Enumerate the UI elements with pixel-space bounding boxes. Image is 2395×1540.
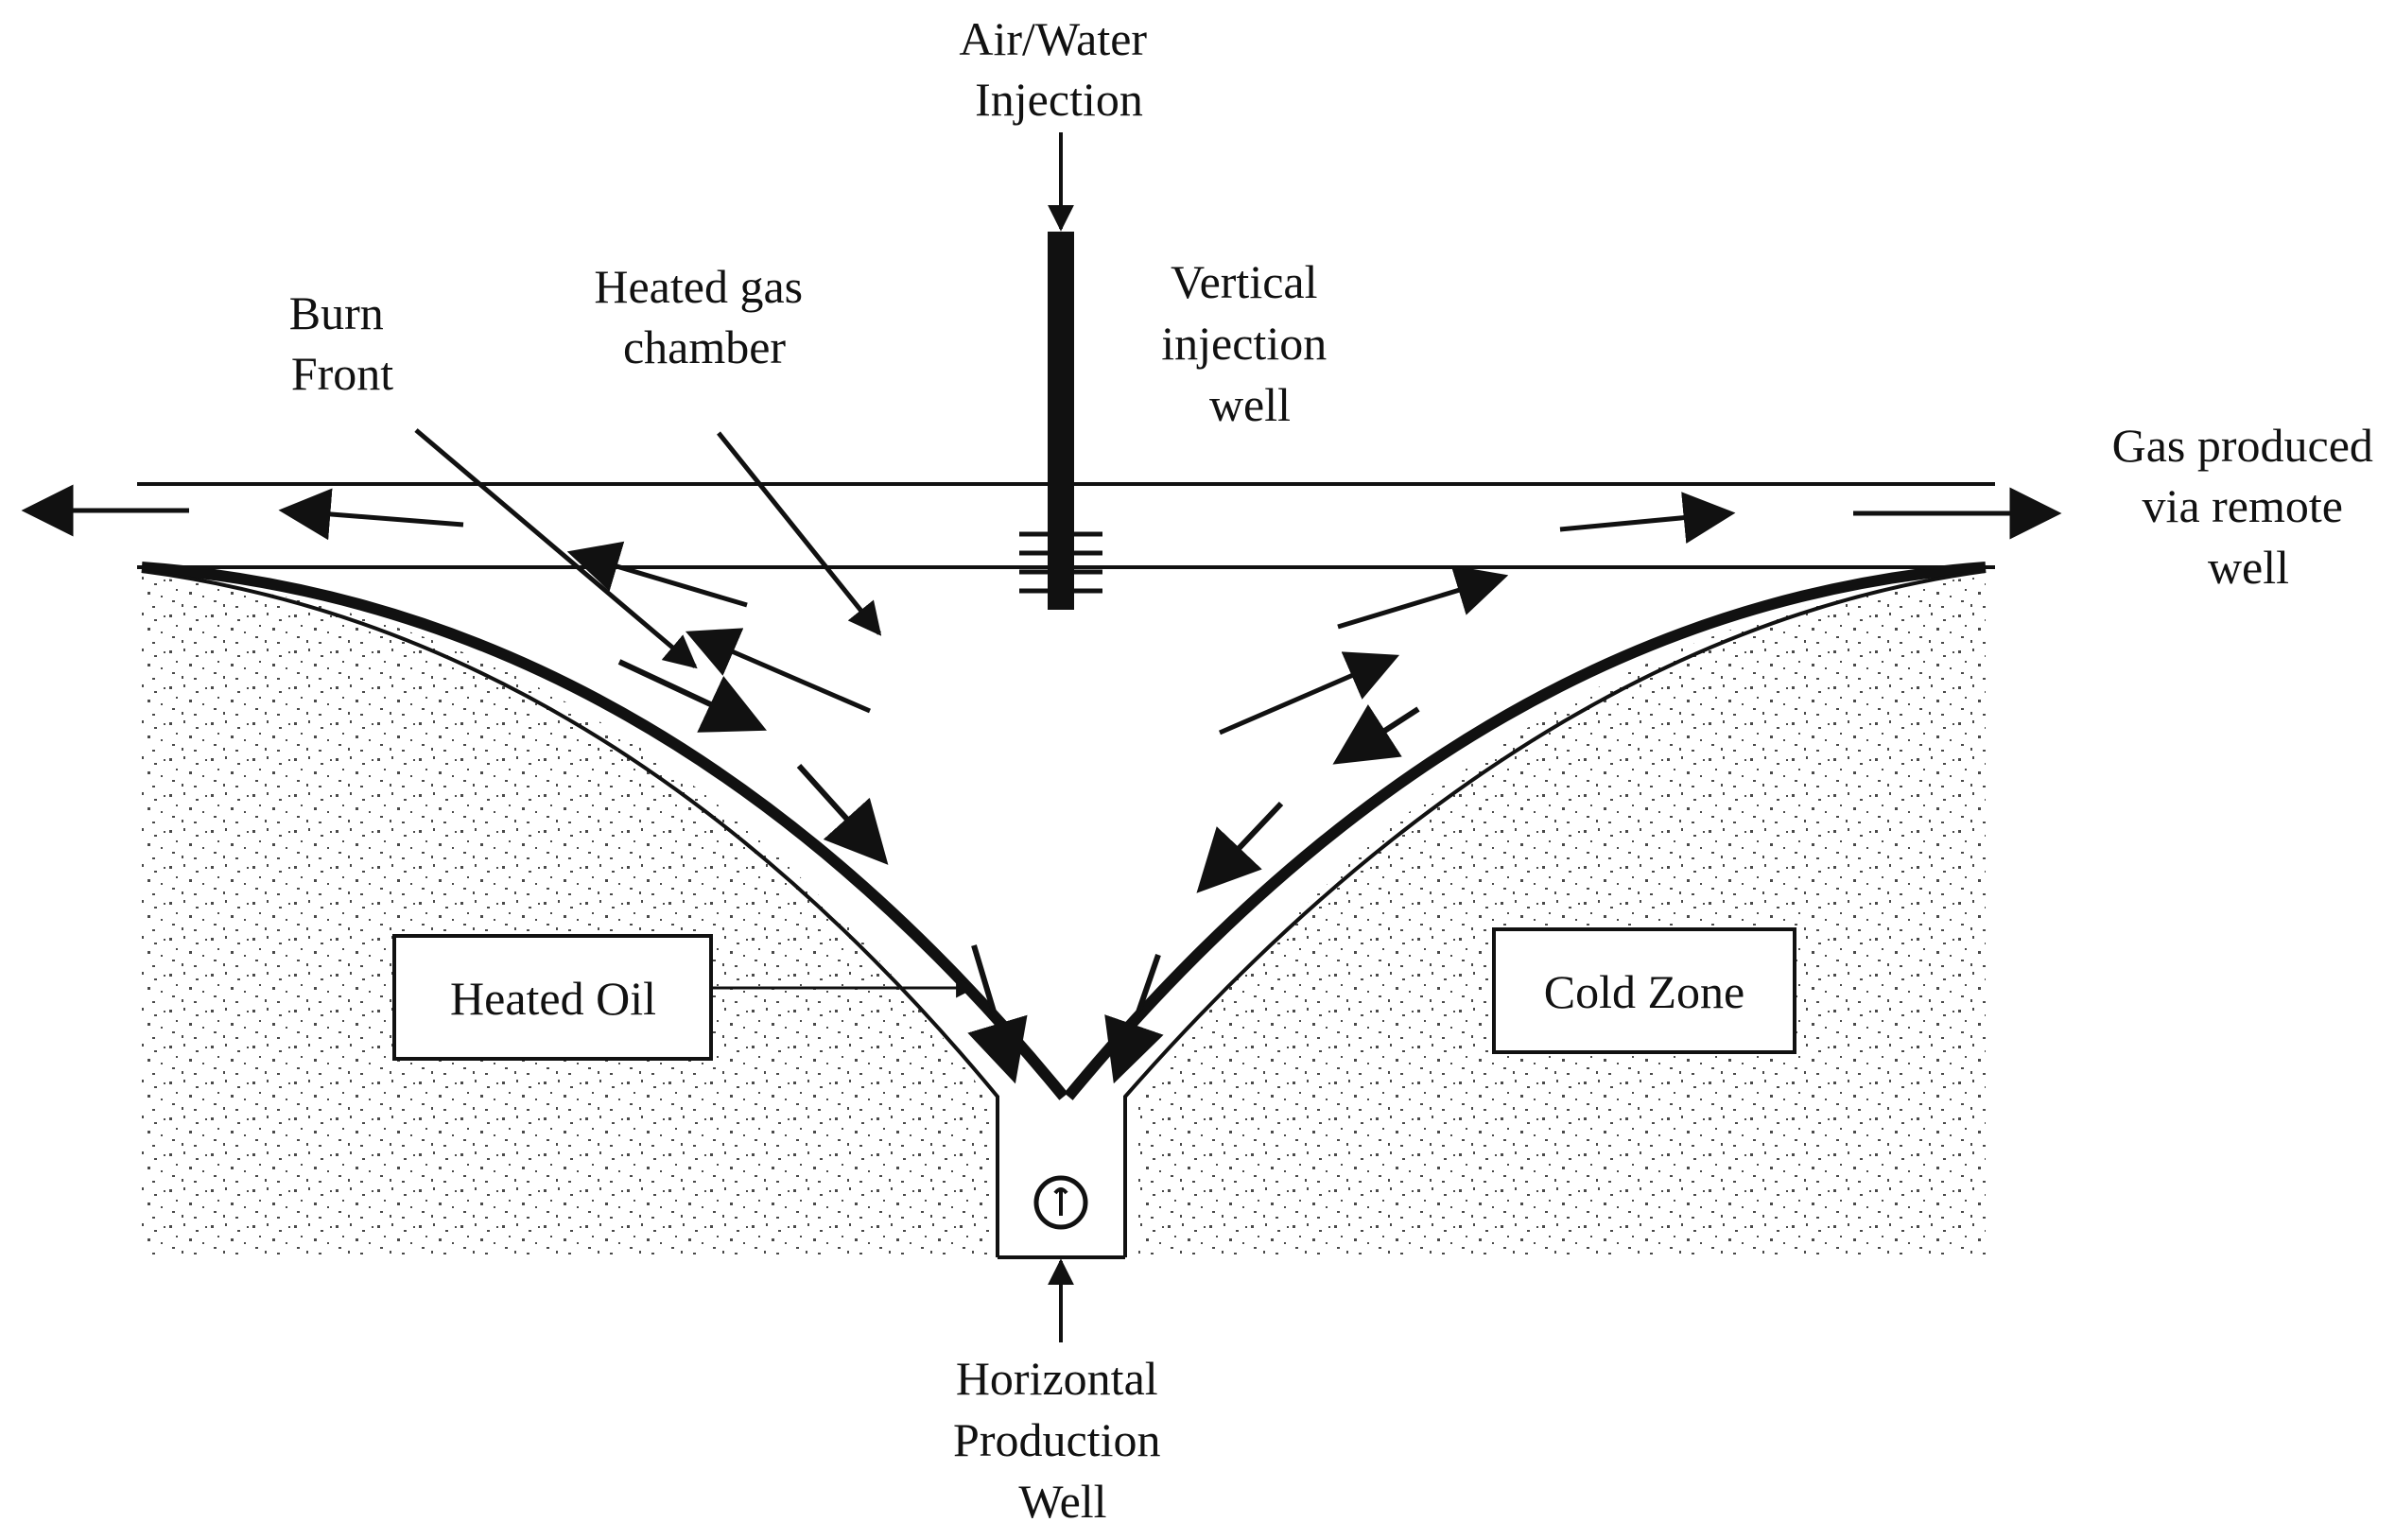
reservoir-sand-left [142,577,993,1257]
cold-zone-label: Cold Zone [1544,965,1744,1018]
gas-produced-label: Gas produced via remote well [2112,419,2386,594]
heated-gas-chamber-pointer [717,431,882,636]
vertical-injection-well [1019,232,1102,610]
heated-gas-chamber-label: Heated gas chamber [594,260,814,373]
horizontal-production-well-label: Horizontal Production Well [953,1352,1172,1528]
reservoir-sand-right [1135,577,1986,1257]
cold-zone-box: Cold Zone [1492,927,1796,1054]
air-water-injection-label: Air/Water Injection [959,12,1158,126]
burn-front-pointer [414,428,698,669]
heated-oil-box: Heated Oil [392,934,713,1061]
heated-oil-label: Heated Oil [450,972,656,1025]
gas-flow-arrows [21,484,2062,735]
vertical-injection-well-label: Vertical injection well [1161,255,1338,431]
production-well-symbol [1033,1175,1088,1230]
burn-front-label: Burn Front [289,286,396,400]
oil-drainage-arrows [617,659,1420,1084]
